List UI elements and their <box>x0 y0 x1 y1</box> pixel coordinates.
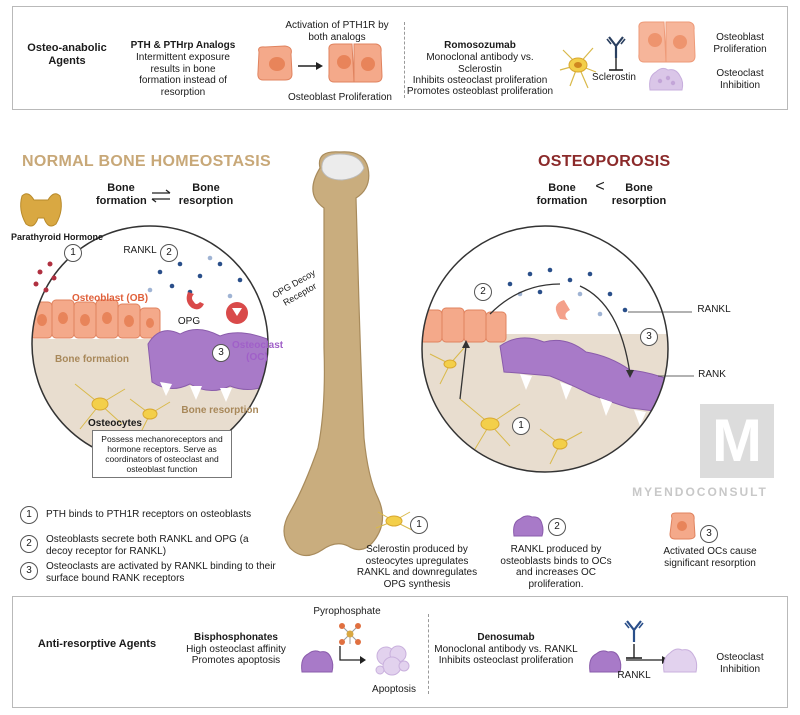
romo-desc-3: Promotes osteoblast proliferation <box>406 86 554 97</box>
osteoporosis-title: OSTEOPOROSIS <box>538 153 671 170</box>
divider <box>404 22 405 98</box>
deno-inhibit-icon <box>626 644 642 659</box>
deno-antibody-icon <box>624 620 644 642</box>
anti-resorptive-title: Anti-resorptive Agents <box>37 638 157 650</box>
legend-step-3: 3 <box>20 562 38 580</box>
pyrophosphate-label: Pyrophosphate <box>313 606 381 617</box>
legend-step-1-text: PTH binds to PTH1R receptors on osteobla… <box>46 509 252 520</box>
osteo-anabolic-title: Osteo-anabolic Agents <box>27 42 107 67</box>
denosumab-title: Denosumab <box>477 632 535 643</box>
pth1r-activation: Activation of PTH1R by both analogs <box>285 20 389 43</box>
bottom-step-1: 1 <box>410 516 428 534</box>
decoy-receptor-icon <box>226 302 248 324</box>
thyroid-icon <box>20 193 62 227</box>
osteoclast-deno-icon <box>589 650 622 673</box>
bottom-divider <box>428 614 429 694</box>
step-1-badge: 1 <box>64 244 82 262</box>
legend-step-1: 1 <box>20 506 38 524</box>
osteo-step-3-badge: 3 <box>640 328 658 346</box>
bottom-step-3-text: Activated OCs cause significant resorpti… <box>663 546 757 569</box>
romosozumab-title: Romosozumab <box>444 40 516 51</box>
rank-label: RANK <box>698 369 726 380</box>
femur-bone <box>283 151 384 557</box>
legend-step-2: 2 <box>20 535 38 553</box>
osteoblast-proliferation-label: Osteoblast Proliferation <box>288 92 392 103</box>
osteoblast-pair-icon <box>328 43 383 83</box>
pyrophosphate-icon <box>339 623 361 645</box>
deno-rankl-label: RANKL <box>617 670 651 681</box>
osteo-formation: Bone formation <box>536 182 588 207</box>
bottom-step-1-text: Sclerostin produced by osteocytes upregu… <box>356 544 478 590</box>
sclerostin-label: Sclerostin <box>592 72 636 83</box>
less-than-symbol: < <box>595 178 605 195</box>
opg-icon <box>186 292 204 310</box>
deno-oc-inhib-label: Osteoclast Inhibition <box>716 652 764 675</box>
bone-resorption-label: Bone resorption <box>181 405 259 416</box>
watermark-logo: M <box>700 404 774 478</box>
osteoclast-faded-icon <box>649 67 684 91</box>
osteoclast-small-icon <box>513 515 544 537</box>
activated-oc-icon <box>669 512 696 540</box>
bottom-step-3: 3 <box>700 525 718 543</box>
bis-desc-1: High osteoclast affinity <box>186 644 286 655</box>
osteoblast-pair-faded-icon <box>638 21 696 63</box>
bis-desc-2: Promotes apoptosis <box>191 655 281 666</box>
antibody-icon <box>606 36 626 58</box>
osteoblast-cell-icon <box>257 45 293 81</box>
opg-label: OPG <box>177 316 201 327</box>
step-2-badge: 2 <box>160 244 178 262</box>
bottom-step-2-text: RANKL produced by osteoblasts binds to O… <box>500 544 612 590</box>
osteo-resorption: Bone resorption <box>611 182 667 207</box>
osteo-step-2-badge: 2 <box>474 283 492 301</box>
rankl-label: RANKL <box>123 245 157 256</box>
legend-step-2-text: Osteoblasts secrete both RANKL and OPG (… <box>46 534 249 557</box>
osteoclast-bis-icon <box>301 650 334 673</box>
apoptosis-icon <box>375 645 410 676</box>
rankl-pointer <box>628 311 692 313</box>
arrow-icon <box>298 62 323 70</box>
watermark-text: MYENDOCONSULT <box>632 485 768 499</box>
osteocyte-icon <box>559 47 597 89</box>
ob-prolif-label: Osteoblast Proliferation <box>713 32 767 55</box>
rank-pointer <box>658 375 694 377</box>
bis-arrow-icon <box>339 646 366 664</box>
equilibrium-icon <box>151 189 171 203</box>
osteocytes-label: Osteocytes <box>88 418 142 429</box>
pth-desc: Intermittent exposure results in bone fo… <box>136 52 230 98</box>
step-3-badge: 3 <box>212 344 230 362</box>
normal-title: NORMAL BONE HOMEOSTASIS <box>22 153 271 170</box>
deno-desc-2: Inhibits osteoclast proliferation <box>438 655 574 666</box>
deno-desc-1: Monoclonal antibody vs. RANKL <box>434 644 578 655</box>
romo-desc-1: Monoclonal antibody vs. Sclerostin <box>426 52 534 75</box>
romo-desc-2: Inhibits osteoclast proliferation <box>412 75 548 86</box>
osteocytes-desc: Possess mechanoreceptors and hormone rec… <box>92 430 232 478</box>
bottom-step-2: 2 <box>548 518 566 536</box>
osteo-step-1-badge: 1 <box>512 417 530 435</box>
pth-label: Parathyroid Hormone <box>10 232 104 242</box>
normal-resorption: Bone resorption <box>178 182 234 207</box>
osteocyte-small-icon <box>375 511 413 531</box>
inhibit-icon <box>609 58 623 71</box>
osteoclast-inhibited-icon <box>663 648 698 673</box>
normal-formation: Bone formation <box>96 182 147 207</box>
pth-title: PTH & PTHrp Analogs <box>130 40 236 51</box>
bone-formation-label: Bone formation <box>55 354 129 365</box>
bisphosphonates-title: Bisphosphonates <box>194 632 278 643</box>
osteoporosis-circle <box>421 225 669 473</box>
osteo-rankl-label: RANKL <box>697 304 731 315</box>
osteoblast-label: Osteoblast (OB) <box>71 293 149 304</box>
osteoclast-label: Osteoclast (OC) <box>232 340 284 363</box>
oc-inhib-label: Osteoclast Inhibition <box>716 68 764 91</box>
legend-step-3-text: Osteoclasts are activated by RANKL bindi… <box>46 561 276 584</box>
apoptosis-label: Apoptosis <box>372 684 416 695</box>
